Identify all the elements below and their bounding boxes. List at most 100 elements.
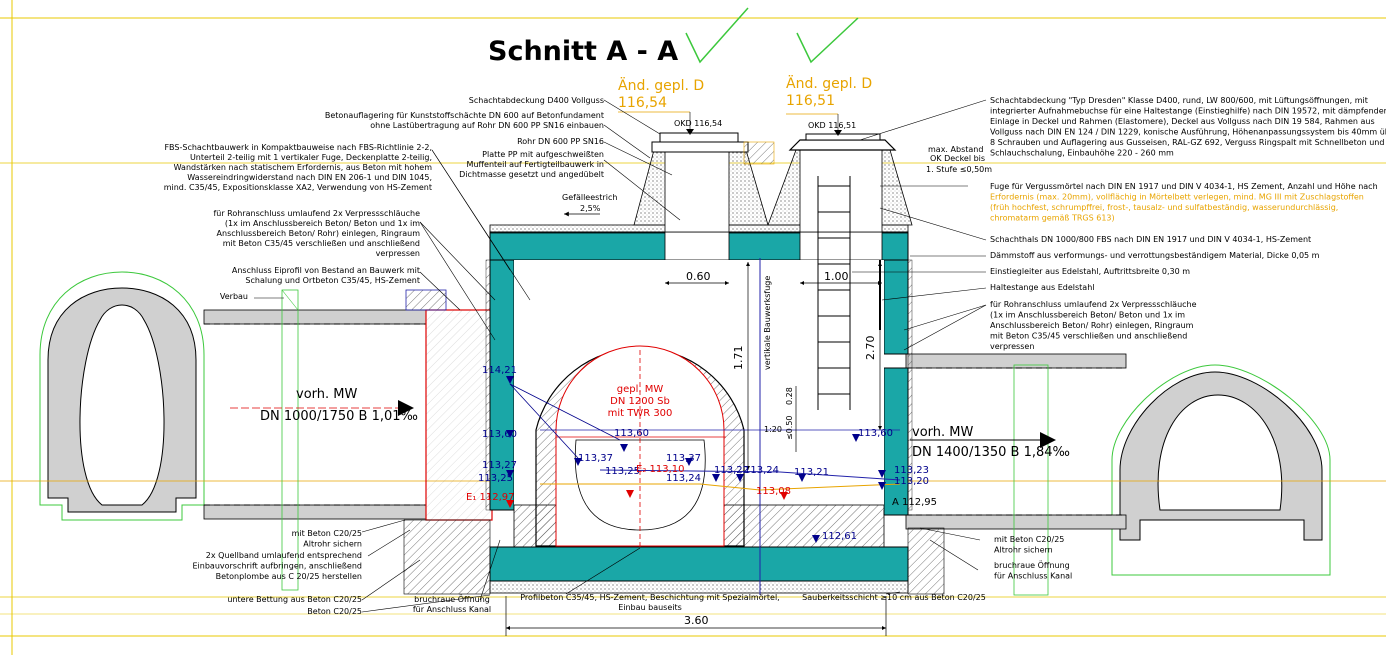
right-notes-5-line-0: Haltestange aus Edelstahl (990, 283, 1094, 292)
planned-pipe-line3: mit TWR 300 (608, 408, 673, 419)
max-abstand-3: 1. Stufe ≤0,50m (926, 165, 992, 174)
level-113-60-right: 113,60 (858, 428, 893, 439)
level-113-20: 113,20 (894, 476, 929, 487)
bottom-right-notes-1-line-1: für Anschluss Kanal (994, 572, 1072, 581)
planned-pipe-label: gepl. MW DN 1200 Sb mit TWR 300 (608, 384, 673, 419)
dim-0-50: ≤0.50 (785, 415, 794, 440)
right-pipe-line1: vorh. MW (912, 425, 973, 440)
right-notes-1-line-2: (früh hochfest, schrumpffrei, frost-, ta… (990, 203, 1338, 212)
cover-left-value: 116,54 (618, 95, 667, 111)
dim-2-70: 2.70 (864, 336, 877, 361)
check-marks (685, 7, 859, 64)
planned-pipe-line1: gepl. MW (617, 384, 664, 395)
level-113-25-center: 113,25 (605, 466, 640, 477)
okd-left: OKD 116,54 (674, 119, 722, 128)
dim-1-00: 1.00 (824, 270, 849, 283)
level-113-25-left: 113,25 (478, 473, 513, 484)
max-abstand-1: max. Abstand (928, 145, 983, 154)
left-notes-4-line-1: Unterteil 2-teilig mit 1 vertikaler Fuge… (190, 153, 432, 162)
left-notes-5-line-3: mit Beton C35/45 verschließen und anschl… (223, 239, 420, 248)
bottom-center-notes-1-line-0: Profilbeton C35/45, HS-Zement, Beschicht… (520, 593, 779, 602)
bottom-center-notes-0-line-1: für Anschluss Kanal (413, 605, 491, 614)
bottom-left-notes-3-line-0: Beton C20/25 (307, 607, 362, 616)
slope-label: 1:20 (764, 425, 782, 434)
left-notes-3-line-2: Dichtmasse gesetzt und angedübelt (459, 170, 604, 179)
level-113-37-right: 113,37 (666, 453, 701, 464)
drawing-title: Schnitt A - A (488, 36, 678, 67)
left-notes-3-line-0: Platte PP mit aufgeschweißten (482, 150, 604, 159)
level-labels: 114,21 113,60 113,27 113,25 113,60 113,3… (466, 365, 937, 542)
right-notes-1-line-3: chromatarm gemäß TRGS 613) (990, 214, 1115, 223)
dimension-lines (505, 262, 887, 636)
left-notes-4-line-2: Wandstärken nach statischem Erfordernis,… (174, 163, 433, 172)
right-notes-0-line-3: Vollguss nach DIN EN 124 / DIN 1229, kon… (990, 128, 1386, 137)
bottom-left-notes-2-line-0: untere Bettung aus Beton C20/25 (227, 595, 362, 604)
left-notes-6-line-0: Anschluss Eiprofil von Bestand an Bauwer… (232, 266, 420, 275)
left-notes-4-line-4: mind. C35/45, Expositionsklasse XA2, Ver… (164, 183, 432, 192)
planned-cover-labels: Änd. gepl. D 116,54 Änd. gepl. D 116,51 … (618, 74, 872, 130)
left-notes-1-line-1: ohne Lastübertragung auf Rohr DN 600 PP … (370, 121, 604, 130)
right-notes-1-line-1: Erfordernis (max. 20mm), vollflächig in … (990, 193, 1364, 202)
dim-0-28: 0.28 (785, 387, 794, 405)
level-113-24-center: 113,24 (666, 473, 701, 484)
right-pipe-section (905, 353, 1127, 596)
right-notes-0-line-4: 8 Schrauben und Auflagering aus Gusseise… (990, 138, 1384, 147)
level-113-27: 113,27 (482, 460, 517, 471)
right-notes-1-line-0: Fuge für Vergussmörtel nach DIN EN 1917 … (990, 182, 1378, 191)
gefaelle-label: Gefälleestrich (562, 193, 617, 202)
dim-1-71: 1.71 (732, 346, 745, 371)
right-notes-0-line-0: Schachtabdeckung "Typ Dresden" Klasse D4… (990, 96, 1368, 105)
notes-right: Schachtabdeckung "Typ Dresden" Klasse D4… (990, 96, 1386, 351)
level-113-37-left: 113,37 (578, 453, 613, 464)
level-markers (506, 376, 886, 543)
left-notes-5-line-2: Anschlussbereich Beton/ Rohr) einlegen, … (217, 229, 421, 238)
dimension-labels: 0.60 1.00 1.71 2.70 3.60 0.28 ≤0.50 1:20… (684, 270, 877, 627)
bottom-center-notes-1-line-1: Einbau bauseits (618, 603, 682, 612)
left-notes-6-line-1: Schalung und Ortbeton C35/45, HS-Zement (245, 276, 420, 285)
right-pipe-line2: DN 1400/1350 B 1,84‰ (912, 445, 1070, 460)
left-notes-5-line-1: (1x im Anschlussbereich Beton/ Beton und… (225, 219, 420, 228)
bottom-center-notes-2-line-0: Sauberkeitsschicht ≥10 cm aus Beton C20/… (802, 593, 986, 602)
vertical-joint-label: vertikale Bauwerksfuge (763, 276, 772, 370)
existing-pipe-labels: vorh. MW DN 1000/1750 B 1,01‰ vorh. MW D… (260, 387, 1070, 460)
level-112-61: 112,61 (822, 531, 857, 542)
planned-pipe-line2: DN 1200 Sb (610, 396, 670, 407)
bottom-left-notes-1-line-0: 2x Quellband umlaufend entsprechend (206, 551, 362, 560)
right-notes-6-line-3: mit Beton C35/45 verschließen und anschl… (990, 332, 1187, 341)
right-notes-0-line-1: integrierter Aufnahmebuchse für eine Hal… (990, 107, 1386, 116)
gefaelle-pct: 2,5% (580, 204, 601, 213)
bottom-left-notes-0-line-0: mit Beton C20/25 (292, 529, 362, 538)
bottom-right-notes-1-line-0: bruchraue Öffnung (994, 560, 1070, 570)
level-113-60-center: 113,60 (614, 428, 649, 439)
existing-egg-profile-left (39, 271, 205, 521)
level-a: A 112,95 (892, 497, 937, 508)
dim-0-60: 0.60 (686, 270, 711, 283)
small-labels: Gefälleestrich 2,5% max. Abstand OK Deck… (562, 145, 992, 213)
level-e2: E₂ 113,10 (636, 464, 685, 475)
right-notes-4-line-0: Einstiegleiter aus Edelstahl, Auftrittsb… (990, 267, 1190, 276)
bottom-center-notes-0-line-0: bruchraue Öffnung (414, 594, 490, 604)
manhole-neck-right (767, 113, 913, 233)
level-113-60-left: 113,60 (482, 429, 517, 440)
left-notes-3-line-1: Muffenteil auf Fertigteilbauwerk in (467, 160, 604, 169)
right-notes-2-line-0: Schachthals DN 1000/800 FBS nach DIN EN … (990, 235, 1311, 244)
bottom-left-notes-1-line-1: Einbauvorschrift aufbringen, anschließen… (192, 562, 362, 571)
right-notes-6-line-4: verpressen (990, 342, 1034, 351)
max-abstand-2: OK Deckel bis (930, 154, 985, 163)
left-notes-5-line-0: für Rohranschluss umlaufend 2x Verpresss… (213, 209, 420, 218)
bottom-left-notes-1-line-2: Betonplombe aus C 20/25 herstellen (216, 572, 362, 581)
level-113-08: 113,08 (756, 486, 791, 497)
left-notes-1-line-0: Betonauflagering für Kunststoffschächte … (325, 111, 604, 120)
right-notes-3-line-0: Dämmstoff aus verformungs- und verrottun… (990, 251, 1320, 260)
level-113-24-right: 113,24 (744, 465, 779, 476)
left-pipe-line1: vorh. MW (296, 387, 357, 402)
leader-lines (254, 99, 987, 613)
right-notes-6-line-2: Anschlussbereich Beton/ Rohr) einlegen, … (990, 321, 1194, 330)
notes-left: Schachtabdeckung D400 VollgussBetonaufla… (164, 96, 604, 301)
cover-right-value: 116,51 (786, 93, 835, 109)
